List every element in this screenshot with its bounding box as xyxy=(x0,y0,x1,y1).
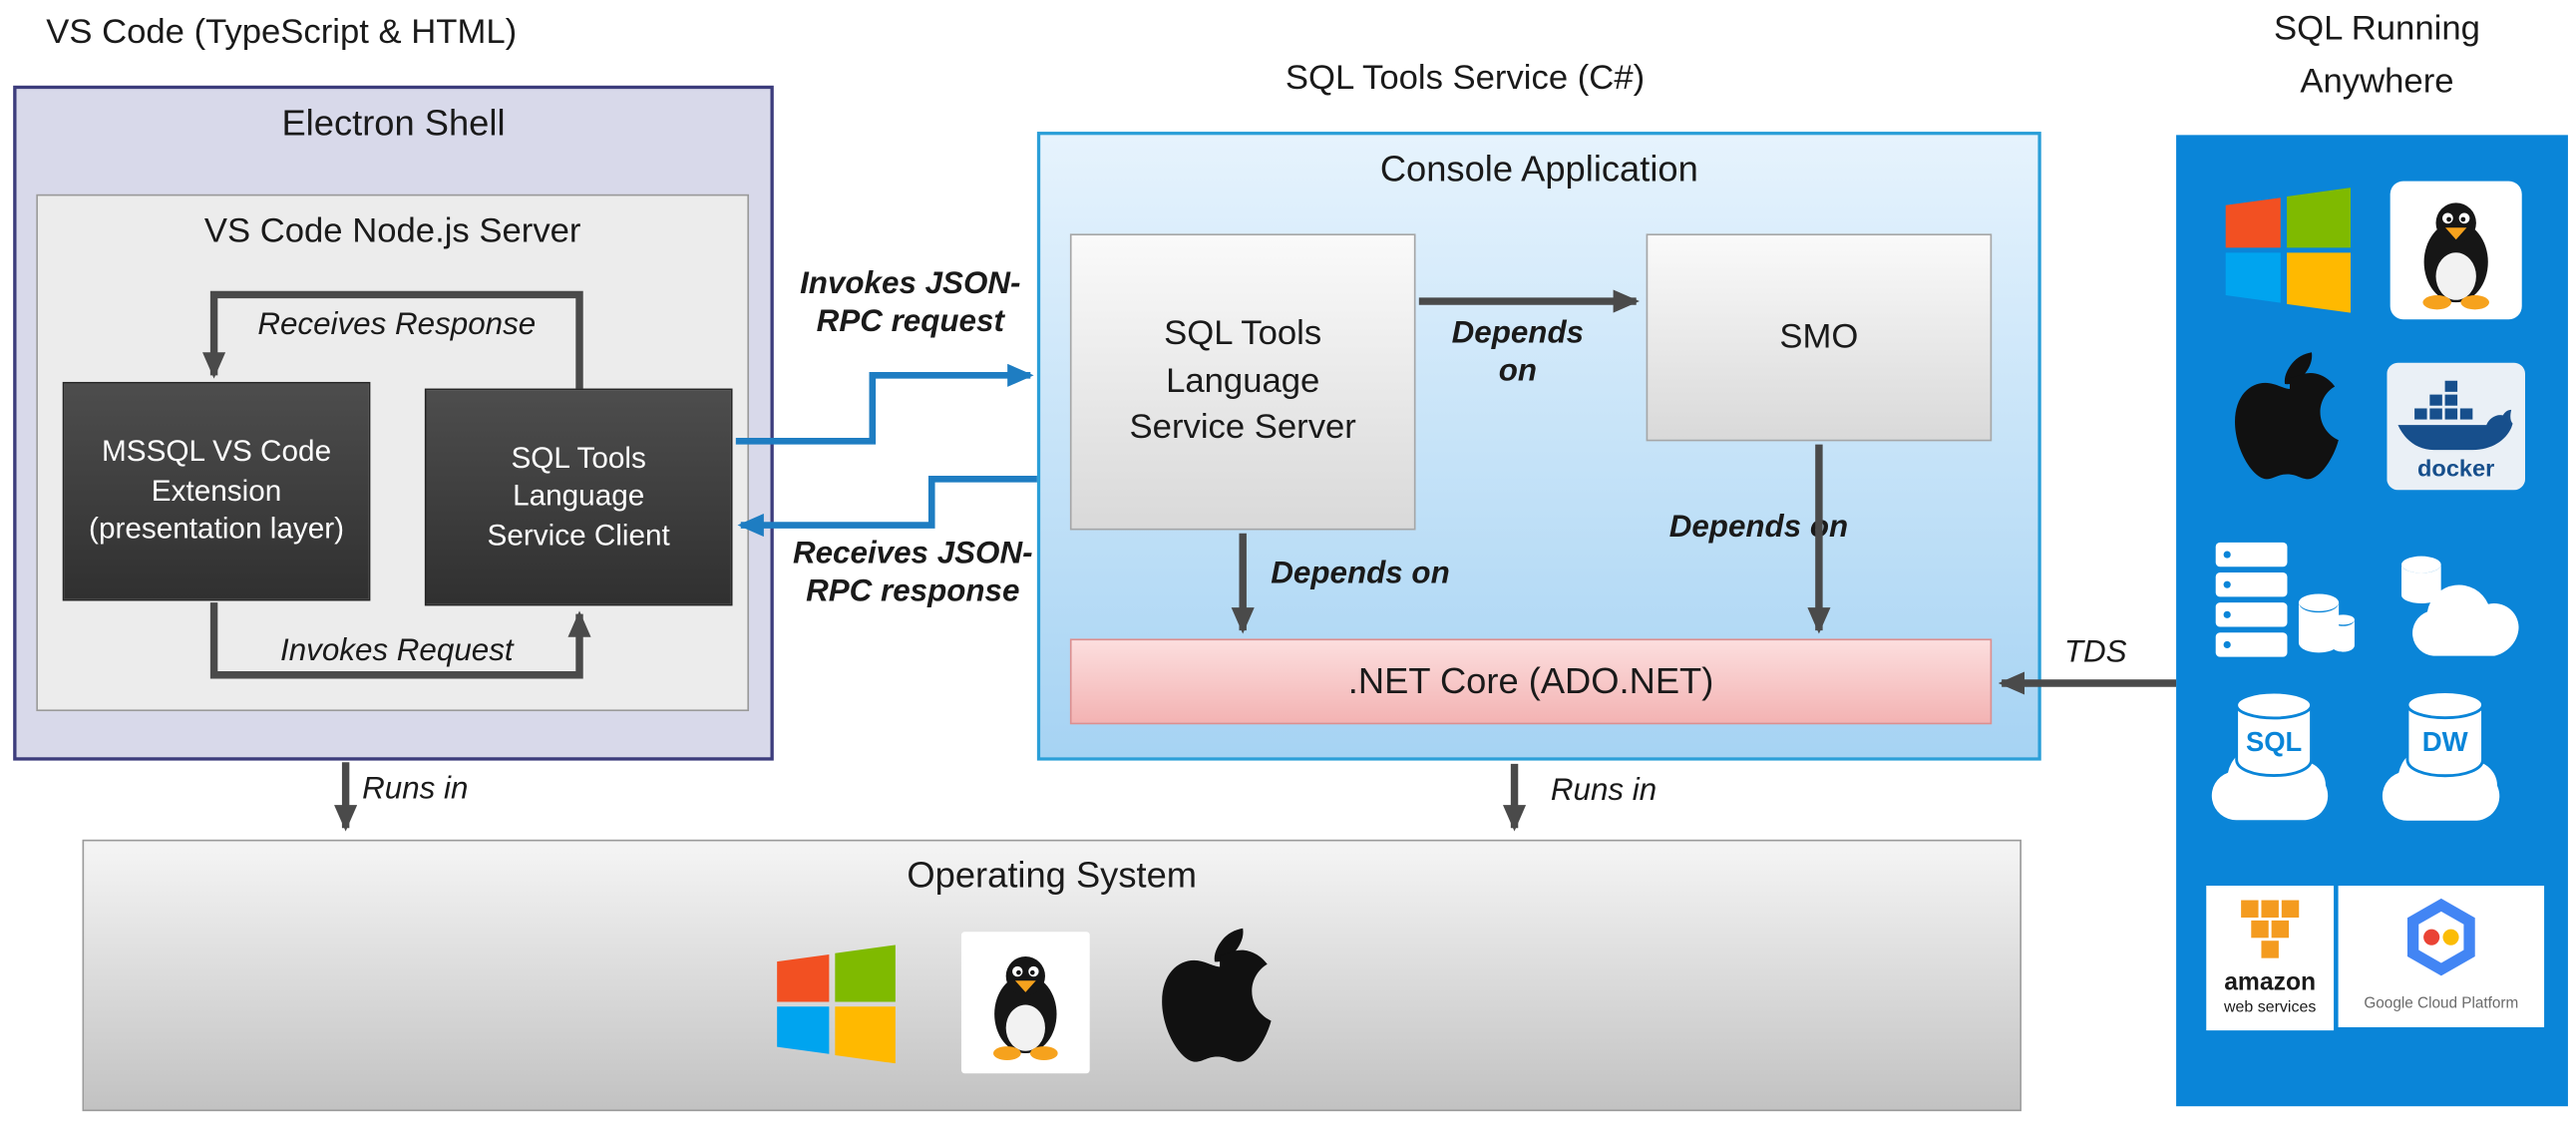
electron-shell-title: Electron Shell xyxy=(281,102,506,144)
receives-jsonrpc-label: Receives JSON-RPC response xyxy=(792,537,1033,609)
arrow-receives-jsonrpc xyxy=(737,476,1037,538)
net-core-box: .NET Core (ADO.NET) xyxy=(1069,638,1993,725)
console-application-title: Console Application xyxy=(1379,148,1698,189)
cloud-database-icon xyxy=(2374,544,2545,665)
sql-database-cloud-icon: SQL xyxy=(2199,681,2357,826)
aws-logo-icon: amazon web services xyxy=(2206,886,2335,1031)
docker-logo-icon: docker xyxy=(2387,362,2526,491)
aws-label: amazon xyxy=(2224,969,2316,996)
mssql-extension-box: MSSQL VS Code Extension (presentation la… xyxy=(62,381,371,601)
dw-database-cloud-icon: DW xyxy=(2368,681,2532,826)
language-service-server-label: SQL Tools Language Service Server xyxy=(1129,315,1356,447)
receives-response-label: Receives Response xyxy=(257,307,537,343)
sql-running-anywhere-label: SQL Running Anywhere xyxy=(2274,9,2480,100)
docker-label: docker xyxy=(2417,455,2494,481)
depends-on-label: Depends on xyxy=(1271,556,1450,591)
linux-tux-icon xyxy=(960,932,1090,1074)
runs-in-label: Runs in xyxy=(1550,773,1657,809)
invokes-request-label: Invokes Request xyxy=(279,633,514,669)
dw-db-label: DW xyxy=(2422,726,2468,757)
net-core-label: .NET Core (ADO.NET) xyxy=(1347,659,1714,702)
smo-box: SMO xyxy=(1646,233,1993,442)
gcp-label: Google Cloud Platform xyxy=(2364,995,2518,1012)
sql-tools-service-label: SQL Tools Service (C#) xyxy=(1285,59,1646,98)
operating-system-title: Operating System xyxy=(907,854,1198,896)
tds-label: TDS xyxy=(2063,635,2127,670)
runs-in-label: Runs in xyxy=(362,772,469,807)
depends-on-label: Depends on xyxy=(1668,510,1849,546)
service-client-label: SQL Tools Language Service Client xyxy=(487,441,670,552)
invokes-jsonrpc-label: Invokes JSON-RPC request xyxy=(800,266,1021,339)
linux-tux-icon xyxy=(2390,181,2522,320)
aws-sub-label: web services xyxy=(2223,998,2316,1015)
node-server-title: VS Code Node.js Server xyxy=(203,211,581,250)
apple-logo-icon xyxy=(1156,922,1285,1073)
gcp-logo-icon: Google Cloud Platform xyxy=(2338,886,2545,1027)
mssql-extension-label: MSSQL VS Code Extension (presentation la… xyxy=(89,435,345,546)
apple-logo-icon xyxy=(2229,346,2351,491)
windows-logo-icon xyxy=(2225,188,2352,313)
windows-logo-icon xyxy=(777,945,896,1064)
depends-on-label: Depends on xyxy=(1451,315,1585,389)
service-client-box: SQL Tools Language Service Client xyxy=(424,388,733,606)
sql-db-label: SQL xyxy=(2246,726,2302,757)
server-stack-icon xyxy=(2206,537,2358,668)
smo-label: SMO xyxy=(1779,317,1859,356)
vscode-group-label: VS Code (TypeScript & HTML) xyxy=(46,13,518,52)
language-service-server-box: SQL Tools Language Service Server xyxy=(1069,233,1416,531)
arrow-invokes-jsonrpc xyxy=(735,363,1034,445)
